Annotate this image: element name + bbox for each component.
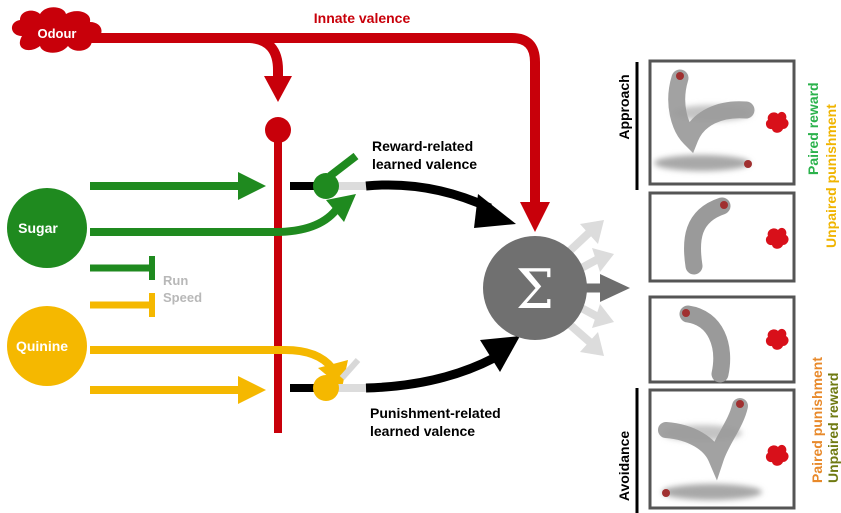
odour-innate-pathway	[90, 33, 540, 205]
sugar-label: Sugar	[18, 220, 58, 236]
paired-reward-label: Paired reward	[805, 82, 821, 175]
approach-label: Approach	[616, 74, 632, 139]
innate-valence-label: Innate valence	[314, 10, 411, 26]
odour-source-icon	[765, 227, 789, 249]
avoidance-panel-1	[648, 295, 796, 384]
reward-to-sum-pathway	[365, 180, 492, 213]
speed-label: Speed	[163, 290, 202, 305]
innate-arrowhead	[520, 202, 550, 232]
quinine-kc-arrowhead	[238, 376, 266, 404]
avoidance-panel-2	[648, 388, 796, 510]
odour-kc-arrowhead	[264, 76, 292, 102]
punishment-sum-arrowhead	[480, 336, 520, 372]
unpaired-reward-label: Unpaired reward	[825, 373, 841, 483]
run-label: Run	[163, 273, 188, 288]
sugar-reward-arrowhead	[326, 194, 356, 222]
reward-label-line1: Reward-related	[372, 138, 473, 154]
odour-source-icon	[765, 328, 789, 350]
sugar-to-reward-pathway	[90, 207, 340, 236]
quinine-to-punishment-pathway	[90, 346, 336, 371]
avoidance-label: Avoidance	[616, 431, 632, 501]
reward-label-line2: learned valence	[372, 156, 477, 172]
quinine-punishment-arrowhead	[318, 360, 348, 388]
punishment-to-sum-pathway	[365, 354, 497, 393]
odour-source-icon	[765, 444, 789, 466]
punishment-label-line2: learned valence	[370, 423, 475, 439]
sigma-symbol: Σ	[516, 258, 554, 321]
reward-neuron	[313, 173, 339, 199]
odour-label: Odour	[38, 26, 77, 41]
summation-node	[483, 236, 587, 340]
reward-neuron-dendrite	[327, 152, 359, 180]
unpaired-punishment-label: Unpaired punishment	[823, 104, 839, 248]
odour-cloud: Odour	[11, 7, 102, 53]
punishment-neuron-dendrite	[339, 358, 361, 380]
quinine-label: Quinine	[16, 338, 68, 354]
odour-source-icon	[765, 111, 789, 133]
sugar-kc-arrowhead	[238, 172, 266, 200]
odour-to-kc-pathway	[249, 33, 283, 78]
sugar-node	[7, 188, 87, 268]
quinine-node	[7, 306, 87, 386]
paired-punishment-label: Paired punishment	[809, 357, 825, 483]
punishment-label-line1: Punishment-related	[370, 405, 501, 421]
reward-sum-arrowhead	[474, 194, 516, 228]
approach-panel-2	[648, 191, 796, 283]
odour-cloud-shape	[11, 7, 102, 53]
approach-panel-1	[648, 59, 796, 186]
punishment-neuron	[313, 375, 339, 401]
